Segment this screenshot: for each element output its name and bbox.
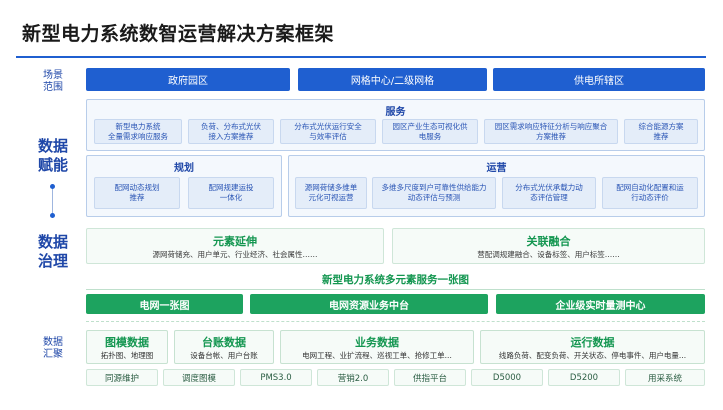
source-supply-command[interactable]: 供指平台 [394,369,466,386]
operation-card-1[interactable]: 源网荷储多维单 元化可视运营 [295,177,367,209]
service-card-2[interactable]: 负荷、分布式光伏 接入方案推荐 [188,119,274,144]
scene-grid-center[interactable]: 网格中心/二级网格 [298,68,487,91]
element-extension-desc: 源网荷储充、用户单元、行业经济、社会属性…… [152,250,318,259]
operation-card-2[interactable]: 多维多尺度到户可靠性供给能力 动态评估与预测 [372,177,496,209]
side-label-govern: 数据 治理 [37,233,68,270]
element-extension-panel[interactable]: 元素延伸 源网荷储充、用户单元、行业经济、社会属性…… [86,228,384,264]
data-box-business[interactable]: 业务数据 电网工程、业扩流程、巡视工单、抢修工单... [280,330,474,364]
association-fusion-desc: 营配调规建融合、设备标签、用户标签…… [477,250,620,259]
title-divider [16,56,706,58]
source-collection[interactable]: 用采系统 [625,369,705,386]
scene-supply-station[interactable]: 供电所辖区 [493,68,705,91]
operation-card-4[interactable]: 配网自动化配置和运 行动态评价 [602,177,698,209]
data-box-model-title: 图模数据 [105,336,149,349]
service-card-3[interactable]: 分布式光伏运行安全 与效率评估 [280,119,376,144]
service-card-5[interactable]: 园区需求响应特征分析与响应聚合 方案推荐 [484,119,618,144]
planning-title: 规划 [174,163,194,174]
data-box-ledger-title: 台账数据 [202,336,246,349]
source-dispatch-model[interactable]: 调度图模 [163,369,235,386]
element-extension-title: 元素延伸 [213,235,257,248]
side-label-scene: 场景 范围 [43,70,63,93]
data-box-runtime-desc: 线路负荷、配变负荷、开关状态、停电事件、用户电量... [498,351,687,360]
one-map-title: 新型电力系统多元素服务一张图 [322,274,469,286]
platform-realtime-measure[interactable]: 企业级实时量测中心 [496,294,705,314]
service-card-1[interactable]: 新型电力系统 全量需求响应服务 [94,119,182,144]
side-connector-dot-top [50,184,55,189]
data-box-ledger[interactable]: 台账数据 设备台帐、用户台账 [174,330,274,364]
data-box-runtime-title: 运行数据 [570,336,615,349]
source-marketing[interactable]: 营销2.0 [317,369,389,386]
page-title: 新型电力系统数智运营解决方案框架 [22,23,335,45]
platform-grid-map[interactable]: 电网一张图 [86,294,243,314]
source-pms[interactable]: PMS3.0 [240,369,312,386]
service-card-6[interactable]: 综合能源方案 推荐 [624,119,698,144]
one-map-divider [86,289,705,290]
source-d5200[interactable]: D5200 [548,369,620,386]
data-box-business-desc: 电网工程、业扩流程、巡视工单、抢修工单... [302,351,452,360]
source-d5000[interactable]: D5000 [471,369,543,386]
data-box-model[interactable]: 图模数据 拓扑图、地理图 [86,330,168,364]
side-label-gather: 数据 汇聚 [43,337,63,360]
service-title: 服务 [385,107,406,118]
planning-card-1[interactable]: 配网动态规划 推荐 [94,177,180,209]
data-box-runtime[interactable]: 运行数据 线路负荷、配变负荷、开关状态、停电事件、用户电量... [480,330,705,364]
side-connector-dot-bottom [50,213,55,218]
side-label-empower: 数据 赋能 [37,137,68,174]
data-box-business-title: 业务数据 [355,336,399,349]
side-connector-line [52,184,53,218]
data-divider [86,321,705,322]
service-card-4[interactable]: 园区产业生态可视化供 电服务 [382,119,478,144]
data-box-model-desc: 拓扑图、地理图 [100,351,154,360]
source-same-origin[interactable]: 同源维护 [86,369,158,386]
association-fusion-title: 关联融合 [526,235,571,248]
scene-government-park[interactable]: 政府园区 [86,68,290,91]
data-box-ledger-desc: 设备台帐、用户台账 [190,351,258,360]
platform-resource-middle[interactable]: 电网资源业务中台 [250,294,488,314]
planning-card-2[interactable]: 配网规建运投 一体化 [188,177,274,209]
operation-title: 运营 [486,163,507,174]
operation-card-3[interactable]: 分布式光伏承载力动 态评估管理 [502,177,596,209]
association-fusion-panel[interactable]: 关联融合 营配调规建融合、设备标签、用户标签…… [392,228,705,264]
